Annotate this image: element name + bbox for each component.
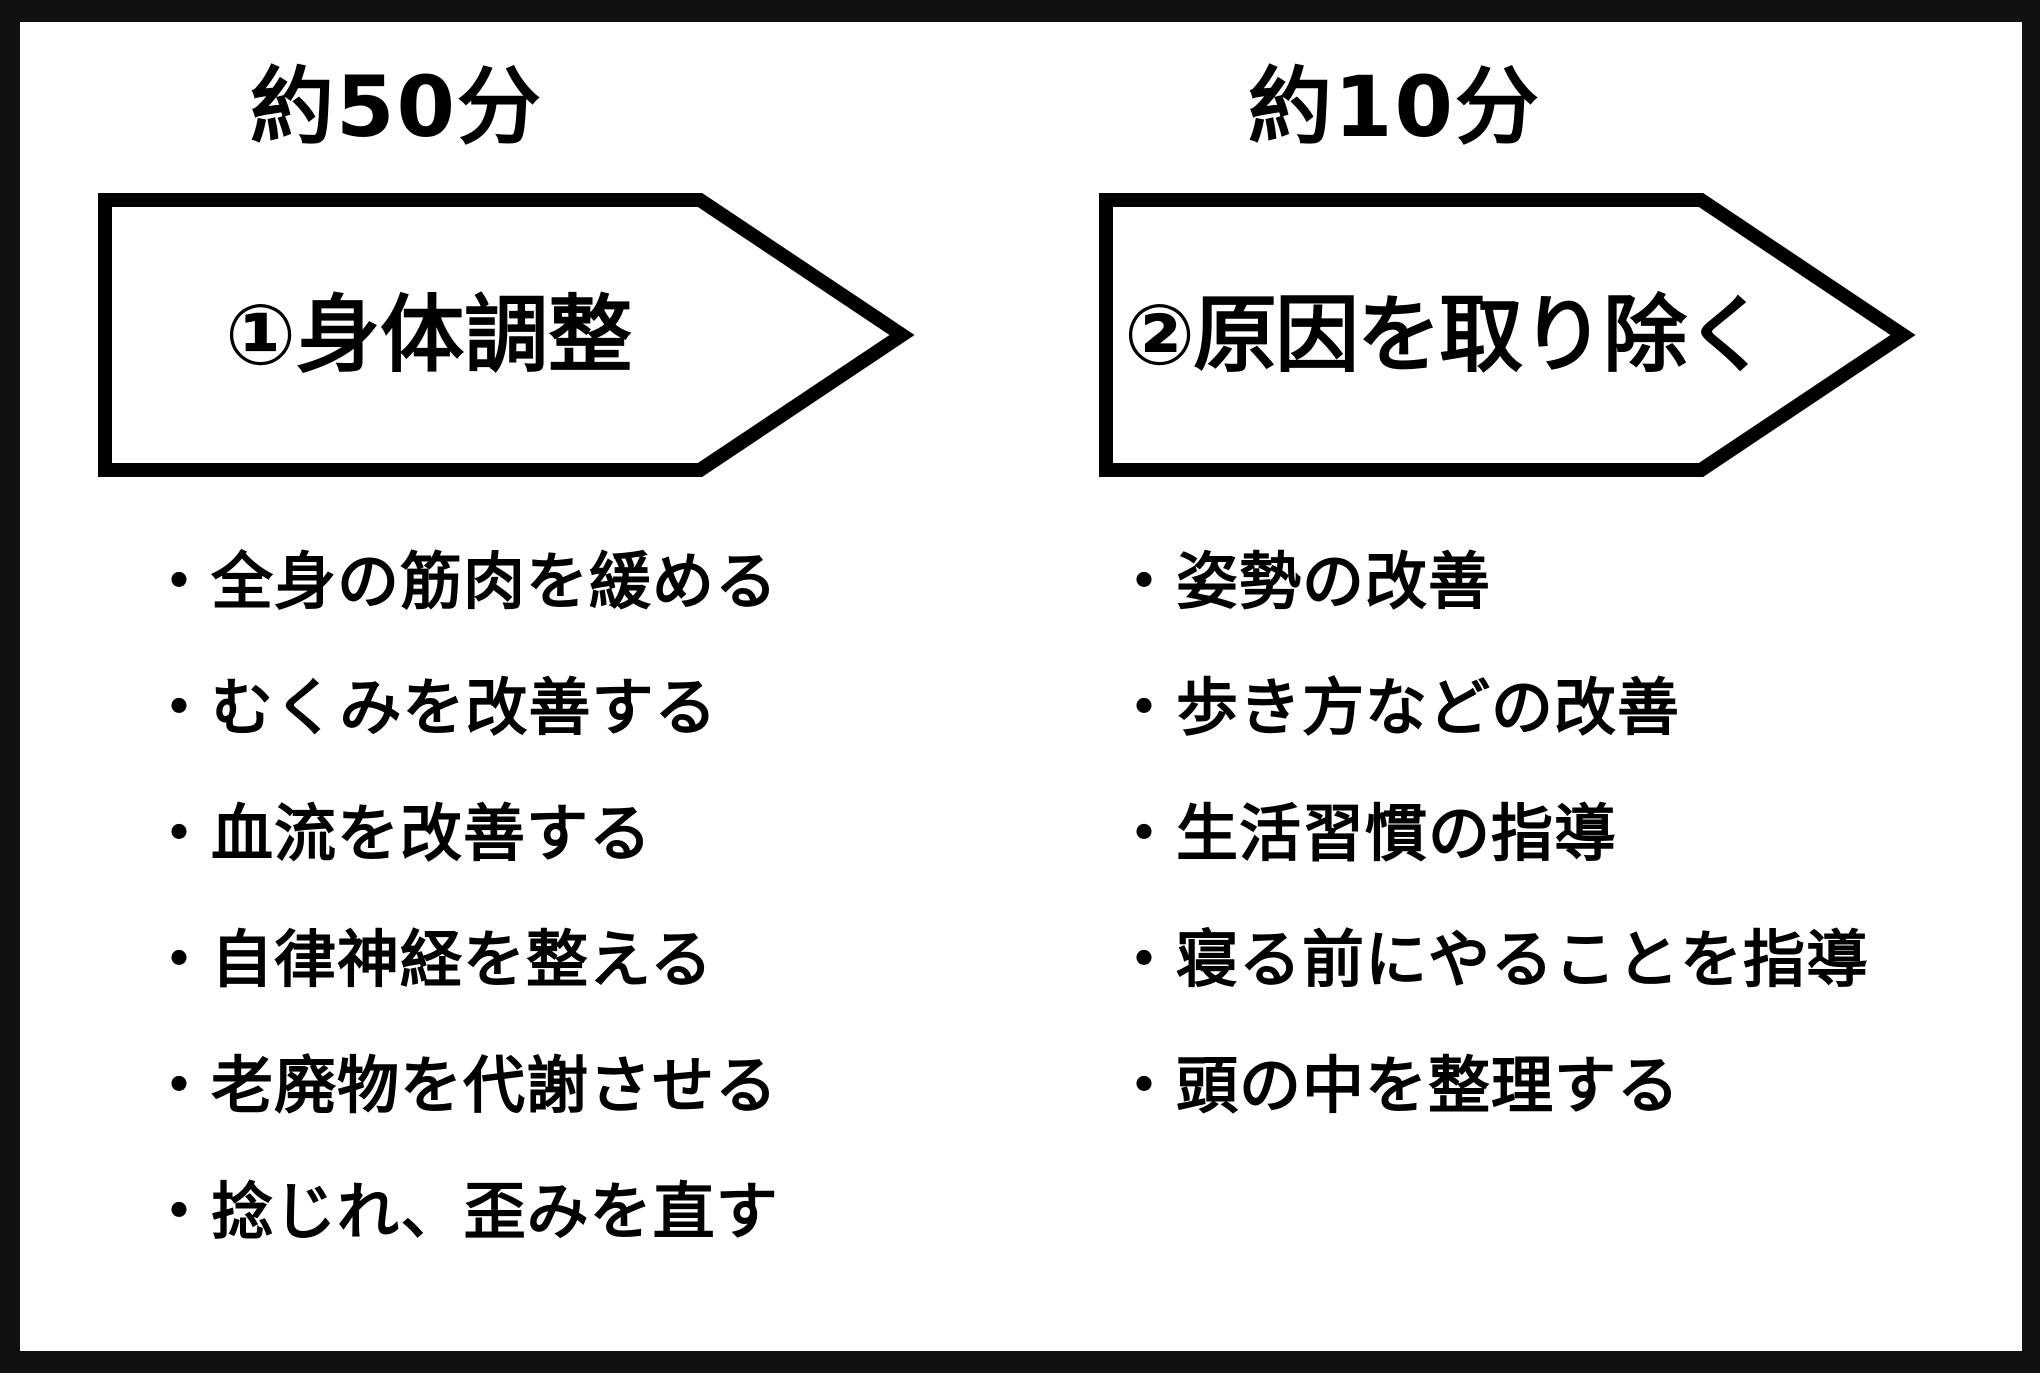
- step-1-item: ・老廃物を代謝させる: [148, 1049, 779, 1122]
- step-2-arrow-shape: [1099, 193, 1916, 477]
- step-2-item: ・頭の中を整理する: [1113, 1049, 1681, 1122]
- step-1-item: ・血流を改善する: [148, 797, 653, 870]
- step-1-item: ・全身の筋肉を緩める: [148, 545, 779, 618]
- step-1-duration: 約50分: [250, 58, 543, 156]
- step-2-duration: 約10分: [1248, 58, 1541, 156]
- step-column-1: 約50分 ①身体調整 ・全身の筋肉を緩める ・むくみを改善する ・血流を改善する…: [0, 0, 960, 1373]
- step-2-title: ②原因を取り除く: [1124, 286, 1769, 384]
- step-column-2: 約10分 ②原因を取り除く ・姿勢の改善 ・歩き方などの改善 ・生活習慣の指導 …: [998, 0, 1958, 1373]
- step-2-item: ・寝る前にやることを指導: [1113, 923, 1870, 996]
- step-2-item: ・歩き方などの改善: [1113, 671, 1681, 744]
- step-2-items: ・姿勢の改善 ・歩き方などの改善 ・生活習慣の指導 ・寝る前にやることを指導 ・…: [1113, 530, 1869, 1160]
- step-1-arrow-shape: [98, 193, 915, 477]
- step-1-item: ・捻じれ、歪みを直す: [148, 1175, 779, 1248]
- step-1-items: ・全身の筋肉を緩める ・むくみを改善する ・血流を改善する ・自律神経を整える …: [148, 530, 779, 1286]
- step-2-arrow: ②原因を取り除く: [1098, 192, 1918, 478]
- step-2-item: ・姿勢の改善: [1113, 545, 1492, 618]
- step-1-item: ・自律神経を整える: [148, 923, 714, 996]
- step-1-arrow: ①身体調整: [97, 192, 917, 478]
- step-1-item: ・むくみを改善する: [148, 671, 718, 744]
- step-2-item: ・生活習慣の指導: [1113, 797, 1618, 870]
- step-1-title: ①身体調整: [225, 286, 633, 384]
